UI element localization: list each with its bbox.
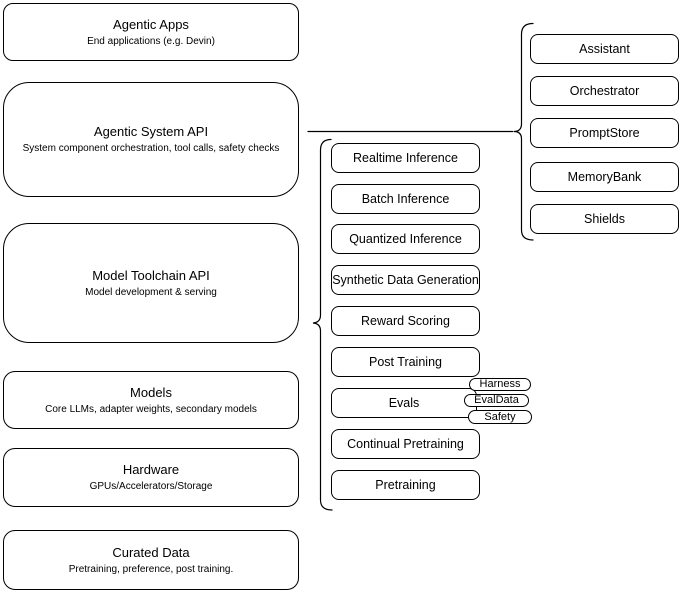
component-label: PromptStore <box>569 126 640 140</box>
toolchain-item-realtime-inference: Realtime Inference <box>331 143 480 173</box>
toolchain-item-reward-scoring: Reward Scoring <box>331 306 480 336</box>
layer-subtitle: System component orchestration, tool cal… <box>22 143 280 154</box>
toolchain-item-label: Continual Pretraining <box>347 437 464 451</box>
toolchain-item-evals: Evals <box>331 388 477 418</box>
toolchain-item-label: Pretraining <box>375 478 436 492</box>
layer-subtitle: Pretraining, preference, post training. <box>68 563 234 575</box>
component-label: Orchestrator <box>569 84 640 98</box>
toolchain-item-pretraining: Pretraining <box>331 470 480 500</box>
eval-tag-label: Harness <box>479 378 521 390</box>
layer-title: Hardware <box>122 462 180 477</box>
toolchain-item-label: Realtime Inference <box>353 151 458 165</box>
layer-subtitle: End applications (e.g. Devin) <box>87 35 215 47</box>
toolchain-item-quantized-inference: Quantized Inference <box>331 224 480 254</box>
component-assistant: Assistant <box>530 34 679 64</box>
component-label: Shields <box>584 212 625 226</box>
model-toolchain-bracket <box>312 138 333 511</box>
eval-tag-harness: Harness <box>469 378 531 391</box>
toolchain-item-label: Reward Scoring <box>361 314 450 328</box>
layer-subtitle: GPUs/Accelerators/Storage <box>89 481 213 492</box>
component-label: Assistant <box>579 42 630 56</box>
component-orchestrator: Orchestrator <box>530 76 679 106</box>
layer-title: Models <box>130 384 172 400</box>
component-memorybank: MemoryBank <box>530 162 679 192</box>
toolchain-item-label: Synthetic Data Generation <box>332 273 479 287</box>
layer-subtitle: Core LLMs, adapter weights, secondary mo… <box>45 403 257 415</box>
toolchain-item-batch-inference: Batch Inference <box>331 184 480 214</box>
layer-curated-data: Curated Data Pretraining, preference, po… <box>3 530 299 590</box>
layer-hardware: Hardware GPUs/Accelerators/Storage <box>3 448 299 507</box>
component-promptstore: PromptStore <box>530 118 679 148</box>
layer-title: Model Toolchain API <box>92 267 210 283</box>
eval-tag-label: Safety <box>484 410 516 423</box>
layer-title: Agentic Apps <box>113 16 189 32</box>
eval-tag-evaldata: EvalData <box>464 394 529 407</box>
component-label: MemoryBank <box>567 170 642 184</box>
eval-tag-safety: Safety <box>468 410 532 424</box>
toolchain-item-synthetic-data-generation: Synthetic Data Generation <box>331 265 480 295</box>
component-shields: Shields <box>530 204 679 234</box>
toolchain-item-label: Batch Inference <box>361 192 450 206</box>
toolchain-item-label: Post Training <box>369 355 442 369</box>
layer-models: Models Core LLMs, adapter weights, secon… <box>3 371 299 429</box>
eval-tag-label: EvalData <box>474 394 519 406</box>
layer-model-toolchain-api: Model Toolchain API Model development & … <box>3 223 299 343</box>
layer-agentic-apps: Agentic Apps End applications (e.g. Devi… <box>3 3 299 61</box>
toolchain-item-label: Quantized Inference <box>349 232 462 246</box>
layer-title: Curated Data <box>112 544 190 560</box>
layer-agentic-system-api: Agentic System API System component orch… <box>3 82 299 197</box>
toolchain-item-continual-pretraining: Continual Pretraining <box>331 429 480 459</box>
toolchain-item-post-training: Post Training <box>331 347 480 377</box>
layer-subtitle: Model development & serving <box>85 286 217 298</box>
toolchain-item-label: Evals <box>388 396 420 410</box>
layer-title: Agentic System API <box>93 124 209 139</box>
